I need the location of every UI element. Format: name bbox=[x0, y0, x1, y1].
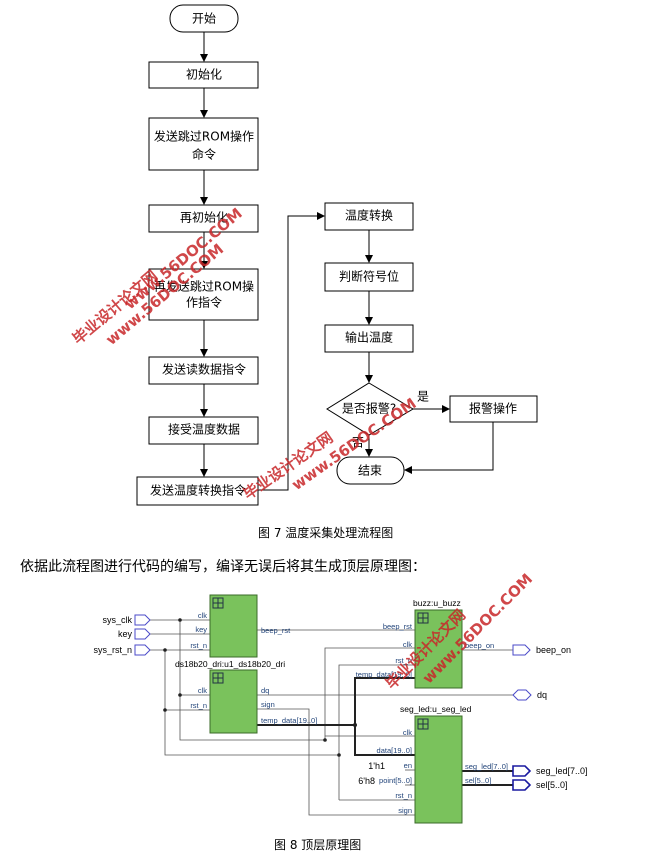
svg-text:初始化: 初始化 bbox=[186, 68, 222, 82]
svg-text:en: en bbox=[404, 761, 412, 770]
svg-text:clk: clk bbox=[198, 611, 207, 620]
svg-text:接受温度数据: 接受温度数据 bbox=[168, 422, 240, 437]
flow-connectors bbox=[200, 32, 494, 491]
step-receive-temp: 接受温度数据 bbox=[148, 416, 259, 445]
svg-text:发送读数据指令: 发送读数据指令 bbox=[162, 362, 246, 377]
svg-text:seg_led:u_seg_led: seg_led:u_seg_led bbox=[400, 704, 472, 714]
input-port-key: key bbox=[118, 628, 151, 640]
svg-text:sys_clk: sys_clk bbox=[102, 615, 132, 625]
svg-text:beep_rst: beep_rst bbox=[261, 626, 291, 635]
svg-text:temp_data[19..0]: temp_data[19..0] bbox=[356, 670, 412, 679]
svg-text:发送温度转换指令: 发送温度转换指令 bbox=[150, 483, 246, 498]
svg-text:毕业设计论文网: 毕业设计论文网 bbox=[382, 606, 469, 693]
svg-text:再初始化: 再初始化 bbox=[180, 211, 228, 225]
watermark-4: 毕业设计论文网 www.56DOC.COM bbox=[382, 570, 536, 693]
step-init: 初始化 bbox=[148, 61, 259, 89]
svg-text:clk: clk bbox=[403, 728, 412, 737]
key-block: key:u_key clk key rst_n beep_rst bbox=[190, 594, 291, 658]
inout-port-dq: dq bbox=[512, 689, 547, 701]
step-sign-bit: 判断符号位 bbox=[324, 262, 414, 292]
svg-text:rst_n: rst_n bbox=[395, 791, 412, 800]
step-temp-convert: 温度转换 bbox=[324, 202, 414, 231]
svg-text:sel[5..0]: sel[5..0] bbox=[536, 780, 568, 790]
step-read-cmd: 发送读数据指令 bbox=[148, 356, 259, 385]
svg-text:温度转换: 温度转换 bbox=[345, 208, 393, 223]
end-node: 结束 bbox=[336, 456, 405, 485]
svg-text:seg_led[7..0]: seg_led[7..0] bbox=[536, 766, 588, 776]
svg-text:sign: sign bbox=[398, 806, 412, 815]
svg-text:rst_n: rst_n bbox=[190, 641, 207, 650]
svg-text:clk: clk bbox=[403, 640, 412, 649]
step-reinit: 再初始化 bbox=[148, 204, 259, 233]
seg-led-block: seg_led:u_seg_led clk data[19..0] en poi… bbox=[358, 704, 508, 824]
step-output-temp: 输出温度 bbox=[324, 324, 414, 353]
svg-text:判断符号位: 判断符号位 bbox=[339, 269, 399, 284]
svg-text:是否报警?: 是否报警? bbox=[342, 401, 396, 416]
buzz-block: buzz:u_buzz beep_rst clk rst_n temp_data… bbox=[356, 598, 494, 689]
svg-text:输出温度: 输出温度 bbox=[345, 330, 393, 345]
output-port-beep-on: beep_on bbox=[512, 644, 571, 656]
svg-text:key:u_key: key:u_key bbox=[213, 595, 252, 605]
svg-text:dq: dq bbox=[261, 686, 269, 695]
svg-text:结束: 结束 bbox=[358, 464, 382, 478]
svg-text:beep_rst: beep_rst bbox=[383, 622, 413, 631]
svg-text:sys_rst_n: sys_rst_n bbox=[93, 645, 132, 655]
decision-alarm: 是否报警? bbox=[326, 382, 414, 436]
input-port-sys-rst-n: sys_rst_n bbox=[93, 644, 151, 656]
start-node: 开始 bbox=[169, 4, 239, 33]
svg-text:seg_led[7..0]: seg_led[7..0] bbox=[465, 762, 508, 771]
svg-text:1'h1: 1'h1 bbox=[368, 761, 385, 771]
svg-text:rst_n: rst_n bbox=[190, 701, 207, 710]
svg-text:开始: 开始 bbox=[192, 12, 216, 26]
svg-text:buzz:u_buzz: buzz:u_buzz bbox=[413, 598, 461, 608]
figure-8-caption: 图 8 顶层原理图 bbox=[274, 838, 362, 852]
svg-text:ds18b20_dri:u1_ds18b20_dri: ds18b20_dri:u1_ds18b20_dri bbox=[175, 659, 285, 669]
svg-text:clk: clk bbox=[198, 686, 207, 695]
wires bbox=[150, 618, 513, 816]
svg-text:temp_data[19..0]: temp_data[19..0] bbox=[261, 716, 317, 725]
output-port-seg-led: seg_led[7..0] bbox=[512, 765, 588, 777]
svg-text:sel[5..0]: sel[5..0] bbox=[465, 776, 491, 785]
step-convert-cmd: 发送温度转换指令 bbox=[136, 476, 259, 506]
output-port-sel: sel[5..0] bbox=[512, 779, 568, 791]
body-paragraph: 依据此流程图进行代码的编写，编译无误后将其生成顶层原理图： bbox=[20, 559, 426, 575]
svg-text:报警操作: 报警操作 bbox=[469, 401, 517, 416]
svg-text:point[5..0]: point[5..0] bbox=[379, 776, 412, 785]
svg-text:key: key bbox=[118, 629, 133, 639]
svg-text:作指令: 作指令 bbox=[186, 295, 222, 310]
svg-text:6'h8: 6'h8 bbox=[358, 776, 375, 786]
figure-7-caption: 图 7 温度采集处理流程图 bbox=[258, 526, 394, 540]
svg-text:再发送跳过ROM操: 再发送跳过ROM操 bbox=[154, 279, 254, 294]
no-label: 否 bbox=[352, 436, 364, 450]
svg-text:beep_on: beep_on bbox=[536, 645, 571, 655]
svg-text:data[19..0]: data[19..0] bbox=[377, 746, 412, 755]
svg-text:dq: dq bbox=[537, 690, 547, 700]
svg-text:命令: 命令 bbox=[192, 147, 216, 162]
svg-text:beep_on: beep_on bbox=[465, 641, 494, 650]
yes-label: 是 bbox=[417, 390, 429, 404]
svg-text:sign: sign bbox=[261, 700, 275, 709]
ds18b20-block: ds18b20_dri:u1_ds18b20_dri clk rst_n dq … bbox=[175, 659, 317, 734]
svg-text:www.56DOC.COM: www.56DOC.COM bbox=[419, 570, 536, 687]
step-alarm: 报警操作 bbox=[449, 395, 538, 423]
svg-text:key: key bbox=[195, 625, 207, 634]
svg-text:rst_n: rst_n bbox=[395, 656, 412, 665]
svg-text:发送跳过ROM操作: 发送跳过ROM操作 bbox=[154, 129, 254, 144]
input-port-sys-clk: sys_clk bbox=[102, 614, 151, 626]
